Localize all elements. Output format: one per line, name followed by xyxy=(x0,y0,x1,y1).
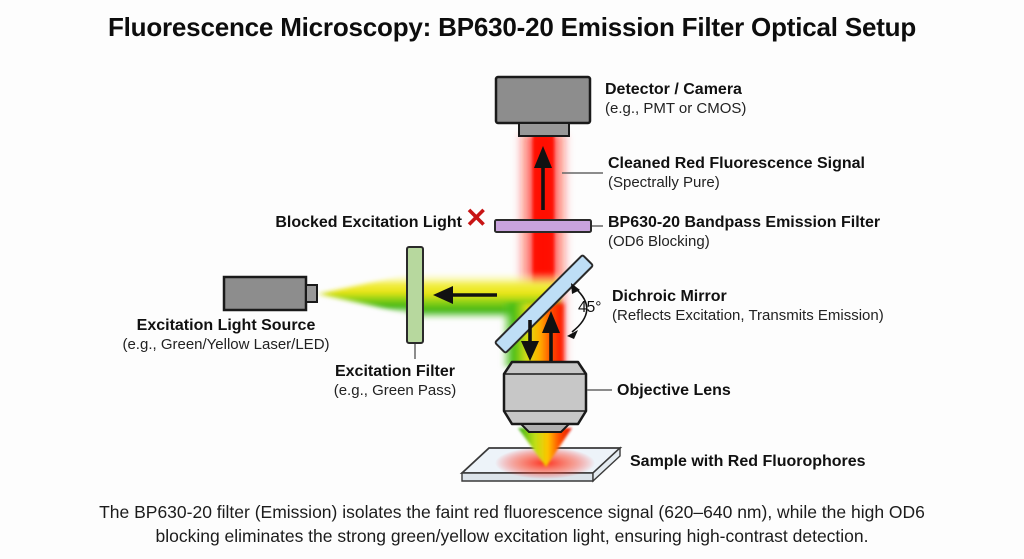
dichroic-angle-label: 45° xyxy=(578,299,602,316)
dichroic-label: Dichroic Mirror (Reflects Excitation, Tr… xyxy=(612,287,884,325)
excitation-source-label-title: Excitation Light Source xyxy=(136,317,316,334)
cleaned-signal-label: Cleaned Red Fluorescence Signal (Spectra… xyxy=(608,154,865,192)
excitation-filter-label: Excitation Filter (e.g., Green Pass) xyxy=(295,362,495,400)
dichroic-arrows xyxy=(521,311,560,361)
emission-filter-bar xyxy=(494,219,592,233)
angle-arc xyxy=(567,283,588,339)
focus-cone xyxy=(518,428,572,467)
detector-label-subtitle: (e.g., PMT or CMOS) xyxy=(605,99,747,117)
excitation-cone xyxy=(318,274,410,314)
cleaned-signal-label-title: Cleaned Red Fluorescence Signal xyxy=(608,155,865,172)
leader-lines xyxy=(414,172,612,391)
blocked-x-icon: ✕ xyxy=(465,203,488,233)
cleaned-signal-label-subtitle: (Spectrally Pure) xyxy=(608,173,720,191)
excitation-filter-label-title: Excitation Filter xyxy=(334,363,456,380)
caption-line-2: blocking eliminates the strong green/yel… xyxy=(155,526,869,547)
excitation-filter-bar xyxy=(406,246,424,344)
excitation-filter-label-subtitle: (e.g., Green Pass) xyxy=(333,381,457,399)
detector-camera xyxy=(494,75,592,137)
caption-line-1: The BP630-20 filter (Emission) isolates … xyxy=(99,502,925,522)
blocked-excitation-label-title: Blocked Excitation Light xyxy=(275,214,462,231)
detector-label-title: Detector / Camera xyxy=(605,81,742,98)
objective-label-title: Objective Lens xyxy=(617,382,731,399)
emission-filter-label-subtitle: (OD6 Blocking) xyxy=(608,232,710,250)
dichroic-label-title: Dichroic Mirror xyxy=(612,288,727,305)
page-title: Fluorescence Microscopy: BP630-20 Emissi… xyxy=(107,12,917,42)
emission-filter-label-title: BP630-20 Bandpass Emission Filter xyxy=(608,214,881,231)
emission-filter-label: BP630-20 Bandpass Emission Filter (OD6 B… xyxy=(608,213,880,251)
dichroic-mirror xyxy=(494,254,594,354)
excitation-source-label: Excitation Light Source (e.g., Green/Yel… xyxy=(95,316,357,354)
objective-lens-shape xyxy=(502,360,588,433)
excitation-source-label-subtitle: (e.g., Green/Yellow Laser/LED) xyxy=(122,335,330,353)
blocked-excitation-label: Blocked Excitation Light xyxy=(250,213,462,233)
dichroic-label-subtitle: (Reflects Excitation, Transmits Emission… xyxy=(612,306,884,324)
caption: The BP630-20 filter (Emission) isolates … xyxy=(0,500,1024,548)
excitation-source-box xyxy=(222,275,318,312)
beam-arrows xyxy=(433,146,552,304)
sample-label-title: Sample with Red Fluorophores xyxy=(630,453,866,470)
detector-label: Detector / Camera (e.g., PMT or CMOS) xyxy=(605,80,746,118)
sample-label: Sample with Red Fluorophores xyxy=(630,452,866,472)
objective-label: Objective Lens xyxy=(617,381,731,401)
